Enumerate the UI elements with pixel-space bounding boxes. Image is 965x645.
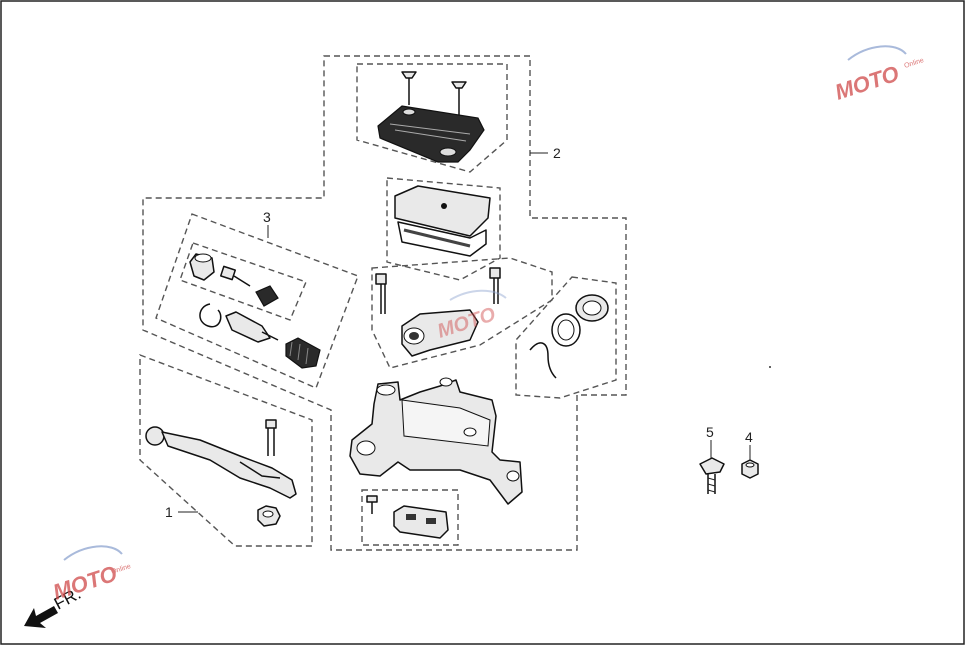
piston-kit-outline-3: [155, 213, 359, 389]
piston-kit-inner-outline: [179, 242, 307, 321]
lever-pivot-bolt: [265, 419, 277, 456]
lever-outline-1: [139, 353, 313, 547]
lever-nut: [257, 505, 281, 527]
svg-text:MOTO: MOTO: [832, 61, 902, 105]
assembly-outline-2: [142, 55, 627, 551]
svg-text:MOTO: MOTO: [50, 561, 120, 605]
piston-cup: [189, 253, 215, 281]
return-spring: [285, 337, 321, 369]
callout-2: 2: [553, 145, 561, 161]
clamp-outline: [371, 257, 553, 369]
stray-dot: [769, 366, 771, 368]
reservoir-diaphragm: [394, 185, 491, 257]
switch-outline: [361, 489, 459, 546]
seal-ring-outline: [515, 276, 617, 399]
svg-text:Online: Online: [903, 57, 925, 70]
flange-nut-4: [741, 459, 759, 479]
watermark-logo-top-right: MOTO Online: [832, 45, 925, 105]
retaining-clip: [529, 342, 557, 379]
clamp-bolt-right: [489, 267, 501, 304]
piston-rod: [219, 265, 251, 287]
callout-3: 3: [263, 209, 271, 225]
handlebar-clamp: [401, 309, 479, 357]
watermark-logo-bottom-left: MOTO Online: [50, 545, 132, 605]
callout-1: 1: [165, 504, 173, 520]
callout-5: 5: [706, 424, 714, 440]
svg-text:Online: Online: [110, 563, 132, 576]
brake-light-switch: [393, 505, 449, 539]
master-cylinder-body: [349, 377, 523, 505]
clamp-bolt-left: [375, 273, 387, 314]
brake-lever: [145, 426, 297, 499]
piston-spring-small: [255, 285, 279, 307]
diaphragm-outline: [386, 177, 501, 281]
reservoir-cap: [377, 105, 485, 163]
cap-screw-left: [401, 71, 417, 105]
reservoir-cap-outline: [356, 63, 508, 173]
switch-screw: [366, 495, 378, 514]
front-direction-arrow-icon: [24, 606, 58, 628]
callout-4: 4: [745, 429, 753, 445]
circlip: [199, 303, 222, 328]
dust-boot: [575, 294, 609, 322]
seal-ring: [551, 313, 581, 347]
flange-bolt-5: [699, 457, 725, 494]
cap-screw-right: [451, 81, 467, 116]
piston-assembly: [225, 311, 279, 343]
